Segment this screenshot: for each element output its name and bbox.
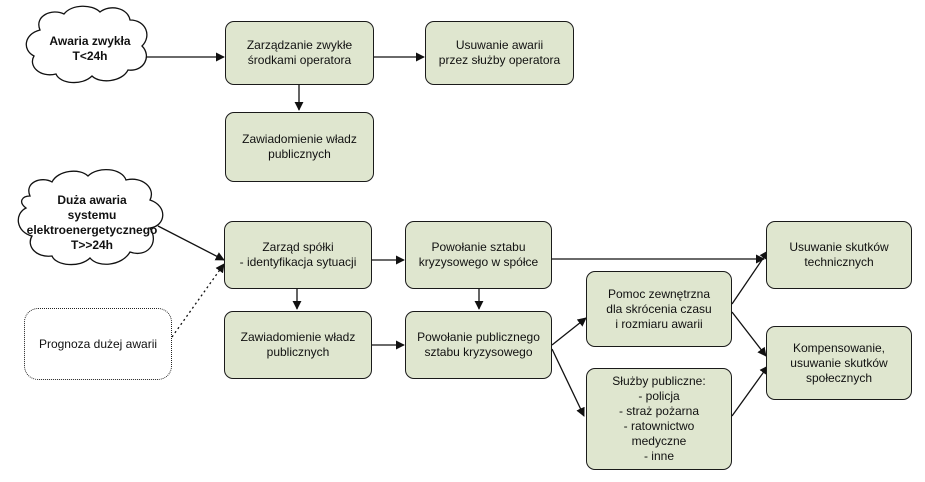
box-operator-repair: Usuwanie awarii przez służby operatora: [425, 21, 574, 85]
cloud-ordinary-failure-label: Awaria zwykła T<24h: [49, 34, 131, 63]
cloud-ordinary-failure: [25, 5, 148, 84]
cloud-major-failure-label: Duża awaria systemu elektroenergetyczneg…: [26, 193, 158, 252]
box-public-crisis-staff: Powołanie publicznego sztabu kryzysowego: [405, 311, 552, 379]
box-company-board: Zarząd spółki - identyfikacja sytuacji: [224, 221, 372, 289]
box-company-crisis-staff: Powołanie sztabu kryzysowego w spółce: [405, 221, 552, 289]
arrow-cloud2-to-board: [157, 225, 225, 261]
arrow-public-services-to-compensation: [731, 365, 769, 417]
box-external-help: Pomoc zewnętrzna dla skrócenia czasu i r…: [586, 271, 732, 347]
cloud-major-failure: [17, 169, 164, 266]
connectors: [146, 52, 769, 417]
box-notify-authorities-bottom: Zawiadomienie władz publicznych: [224, 311, 372, 379]
arrow-public-staff-to-external-help: [551, 317, 587, 346]
arrow-external-help-to-technical: [731, 250, 769, 305]
arrow-public-staff-to-public-services: [551, 348, 585, 417]
box-operator-management: Zarządzanie zwykłe środkami operatora: [225, 21, 374, 85]
box-public-services: Służby publiczne: - policja - straż poża…: [586, 368, 732, 470]
arrow-forecast-to-board: [171, 263, 225, 338]
arrow-external-help-to-compensation: [731, 311, 767, 357]
box-compensation: Kompensowanie, usuwanie skutków społeczn…: [766, 326, 912, 400]
box-forecast: Prognoza dużej awarii: [24, 308, 172, 380]
box-notify-authorities-top: Zawiadomienie władz publicznych: [225, 112, 374, 182]
box-technical-effects: Usuwanie skutków technicznych: [766, 221, 912, 289]
